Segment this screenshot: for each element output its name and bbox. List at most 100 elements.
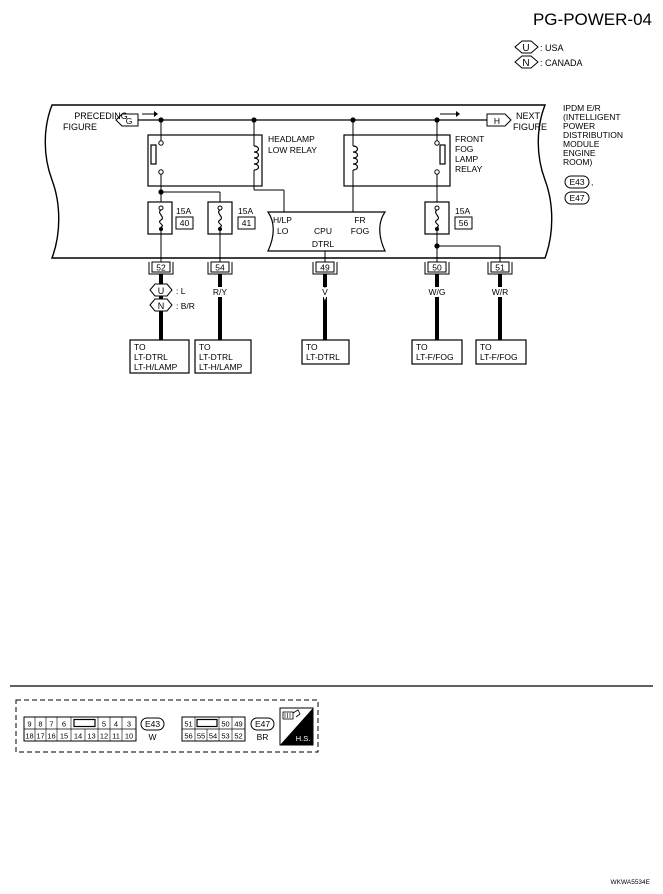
destination-line: TO xyxy=(134,342,146,352)
legend: U : USA N : CANADA xyxy=(514,40,583,69)
legend-canada: N : CANADA xyxy=(514,55,583,69)
connector-color: W xyxy=(148,732,156,742)
contact-icon xyxy=(434,169,440,175)
pin-number: 52 xyxy=(234,732,242,741)
pin-number: 15 xyxy=(60,732,68,741)
connector-code: E43 xyxy=(145,719,160,729)
relay-label: FRONT xyxy=(455,134,484,144)
wire-color: : B/R xyxy=(176,301,195,311)
destination-lt-ffog-1: TO LT-F/FOG xyxy=(411,339,463,365)
connector-color: BR xyxy=(257,732,269,742)
switch-blade-icon xyxy=(150,144,157,165)
terminal-number: 52 xyxy=(156,263,166,273)
wire-color: W/R xyxy=(492,287,509,297)
ipdm-module-outline xyxy=(44,104,553,259)
arrowhead-icon xyxy=(154,111,158,117)
pin-number: 17 xyxy=(36,732,44,741)
legend-symbol: N xyxy=(522,58,529,69)
wire-50: W/G xyxy=(427,274,448,340)
fuse-icon xyxy=(159,209,163,228)
connector-lock-icon xyxy=(196,718,218,728)
terminal-number: 49 xyxy=(320,263,330,273)
cpu-pin-label: FR xyxy=(354,215,365,225)
module-name-line: ROOM) xyxy=(563,157,592,167)
oval-symbol-icon xyxy=(514,40,539,54)
destination-lt-dtrl-2: TO LT-DTRL LT-H/LAMP xyxy=(194,339,252,374)
destination-line: LT-F/FOG xyxy=(480,352,518,362)
legend-symbol: U xyxy=(522,43,529,54)
pin-number: 3 xyxy=(127,720,131,729)
wire-49: V xyxy=(320,274,330,340)
connector-code: E47 xyxy=(255,719,270,729)
pin-number: 13 xyxy=(87,732,95,741)
connector-hand-icon xyxy=(282,709,301,720)
terminal-54: 54 xyxy=(207,261,233,275)
module-name-line: IPDM E/R xyxy=(563,103,601,113)
fuse-rating: 15A xyxy=(238,206,253,216)
off-page-connector-h xyxy=(486,113,512,127)
pin-number: 5 xyxy=(102,720,106,729)
next-figure-label: NEXT xyxy=(516,111,541,121)
connector-ref: E47 xyxy=(569,193,584,203)
harness-side-badge: H.S. xyxy=(279,707,314,746)
pin-number: 6 xyxy=(62,720,66,729)
relay-box xyxy=(147,134,263,187)
fuse-number: 41 xyxy=(242,218,252,228)
legend-label: : USA xyxy=(540,43,564,53)
off-page-symbol: G xyxy=(126,116,133,126)
legend-label: : CANADA xyxy=(540,58,583,68)
destination-lt-dtrl-3: TO LT-DTRL xyxy=(301,339,350,365)
fuse-56: 15A 56 xyxy=(424,201,473,235)
arrowhead-icon xyxy=(456,111,460,117)
wire-color: R/Y xyxy=(213,287,228,297)
front-fog-lamp-relay: FRONT FOG LAMP RELAY xyxy=(343,120,484,212)
option-symbol: N xyxy=(158,301,165,311)
connector-ref-badge xyxy=(564,191,590,205)
relay-label: RELAY xyxy=(455,164,483,174)
terminal-number: 50 xyxy=(432,263,442,273)
module-name-line: MODULE xyxy=(563,139,600,149)
pin-number: 18 xyxy=(25,732,33,741)
contact-icon xyxy=(158,140,164,146)
terminal-number: 54 xyxy=(215,263,225,273)
option-symbol: U xyxy=(158,286,165,296)
pin-number: 10 xyxy=(125,732,133,741)
cpu-pin-label: H/LP xyxy=(273,215,292,225)
destination-line: TO xyxy=(306,342,318,352)
connector-e43-face: 9 8 7 6 5 4 3 18 17 16 15 14 13 12 11 10… xyxy=(23,716,165,742)
destination-line: TO xyxy=(199,342,211,352)
pin-number: 53 xyxy=(221,732,229,741)
pin-number: 51 xyxy=(184,720,192,729)
pin-number: 50 xyxy=(221,720,229,729)
cpu-pin-label: DTRL xyxy=(312,239,334,249)
relay-label: LOW RELAY xyxy=(268,145,317,155)
coil-icon xyxy=(352,145,359,171)
terminal-49: 49 xyxy=(312,261,338,275)
wire-54: R/Y xyxy=(211,274,229,340)
svg-text:,: , xyxy=(591,177,593,187)
destination-line: LT-F/FOG xyxy=(416,352,454,362)
pin-number: 16 xyxy=(47,732,55,741)
preceding-figure-label: PRECEDING xyxy=(74,111,128,121)
off-page-symbol: H xyxy=(494,116,500,126)
figure-code: WKWA5534E xyxy=(611,879,651,886)
pin-number: 9 xyxy=(27,720,31,729)
oval-symbol-icon xyxy=(514,55,539,69)
destination-line: LT-DTRL xyxy=(134,352,168,362)
pin-number: 11 xyxy=(112,732,120,741)
cpu-label: CPU xyxy=(314,226,332,236)
oval-symbol-icon xyxy=(149,298,173,312)
destination-lt-dtrl-1: TO LT-DTRL LT-H/LAMP xyxy=(129,339,190,374)
preceding-figure-label: FIGURE xyxy=(63,122,97,132)
destination-lt-ffog-2: TO LT-F/FOG xyxy=(475,339,527,365)
module-name-line: (INTELLIGENT xyxy=(563,112,621,122)
next-figure-label: FIGURE xyxy=(513,122,547,132)
relay-box xyxy=(343,134,451,187)
wire-51: W/R xyxy=(490,274,510,340)
module-name: IPDM E/R (INTELLIGENT POWER DISTRIBUTION… xyxy=(563,103,623,205)
wire-color: V xyxy=(322,287,328,297)
coil-icon xyxy=(253,145,260,171)
pin-number: 55 xyxy=(197,732,205,741)
contact-icon xyxy=(434,140,440,146)
